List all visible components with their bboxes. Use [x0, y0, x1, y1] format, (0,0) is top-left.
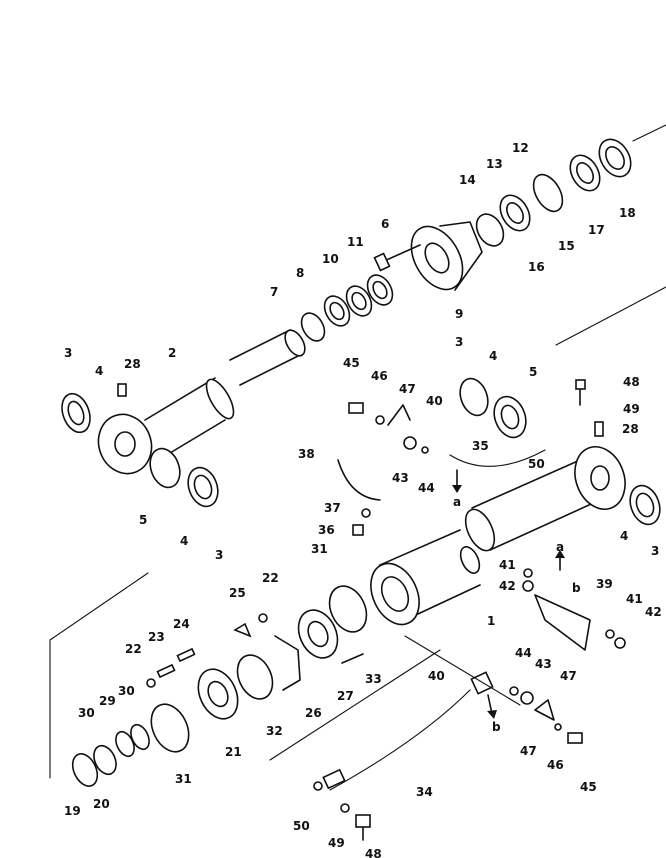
label-part-43-b: 43	[535, 657, 552, 671]
label-part-9: 9	[455, 307, 463, 321]
label-part-32: 32	[266, 724, 283, 738]
callout-b-upper: b	[572, 581, 581, 595]
label-part-35: 35	[472, 439, 489, 453]
lower-assembly	[49, 568, 626, 841]
label-part-21: 21	[225, 745, 242, 759]
label-part-17: 17	[588, 223, 605, 237]
label-part-5-a: 5	[139, 513, 147, 527]
label-part-40-a: 40	[426, 394, 443, 408]
label-part-11: 11	[347, 235, 364, 249]
callout-b-lower: b	[492, 720, 501, 734]
label-part-42-a: 42	[499, 579, 516, 593]
label-part-10: 10	[322, 252, 339, 266]
label-part-4-b: 4	[180, 534, 188, 548]
label-part-31-a: 31	[175, 772, 192, 786]
label-part-38: 38	[298, 447, 315, 461]
label-part-3-c: 3	[455, 335, 463, 349]
label-part-2: 2	[168, 346, 176, 360]
label-part-5-b: 5	[529, 365, 537, 379]
label-part-3-a: 3	[64, 346, 72, 360]
label-part-13: 13	[486, 157, 503, 171]
label-part-18: 18	[619, 206, 636, 220]
label-part-33: 33	[365, 672, 382, 686]
label-part-47-c: 47	[520, 744, 537, 758]
label-part-3-d: 3	[651, 544, 659, 558]
label-part-29: 29	[99, 694, 116, 708]
part-labels: 1 2 3 3 3 3 4 4 4 4 5 5 6 7 8 9 10 11 12…	[64, 141, 662, 858]
label-part-27: 27	[337, 689, 354, 703]
label-part-28-a: 28	[124, 357, 141, 371]
cylinder-tube	[337, 377, 661, 626]
label-part-1: 1	[487, 614, 495, 628]
upper-assembly	[61, 124, 666, 508]
label-part-47-b: 47	[560, 669, 577, 683]
label-part-42-b: 42	[645, 605, 662, 619]
label-part-44-b: 44	[515, 646, 532, 660]
label-part-50-b: 50	[293, 819, 310, 833]
label-part-48-b: 48	[365, 847, 382, 858]
label-part-47-a: 47	[399, 382, 416, 396]
label-part-43-a: 43	[392, 471, 409, 485]
label-part-20: 20	[93, 797, 110, 811]
label-part-41-a: 41	[499, 558, 516, 572]
label-part-46-b: 46	[547, 758, 564, 772]
label-part-39: 39	[596, 577, 613, 591]
label-part-45-b: 45	[580, 780, 597, 794]
label-part-15: 15	[558, 239, 575, 253]
label-part-34: 34	[416, 785, 433, 799]
label-part-28-b: 28	[622, 422, 639, 436]
label-part-16: 16	[528, 260, 545, 274]
label-part-12: 12	[512, 141, 529, 155]
callout-markers	[452, 469, 565, 719]
label-part-24: 24	[173, 617, 190, 631]
label-part-22-b: 22	[262, 571, 279, 585]
label-part-46-a: 46	[371, 369, 388, 383]
label-part-49-b: 49	[328, 836, 345, 850]
label-part-4-a: 4	[95, 364, 103, 378]
label-part-4-c: 4	[489, 349, 497, 363]
label-part-31-b: 31	[311, 542, 328, 556]
label-part-6: 6	[381, 217, 389, 231]
label-part-49-a: 49	[623, 402, 640, 416]
label-part-37: 37	[324, 501, 341, 515]
callout-a-lower: a	[556, 540, 564, 554]
label-part-44-a: 44	[418, 481, 435, 495]
label-part-8: 8	[296, 266, 304, 280]
label-part-41-b: 41	[626, 592, 643, 606]
label-part-7: 7	[270, 285, 278, 299]
label-part-26: 26	[305, 706, 322, 720]
label-part-30-b: 30	[118, 684, 135, 698]
callout-a-upper: a	[453, 495, 461, 509]
label-part-23: 23	[148, 630, 165, 644]
label-part-30-a: 30	[78, 706, 95, 720]
label-part-50-a: 50	[528, 457, 545, 471]
label-part-4-d: 4	[620, 529, 628, 543]
label-part-36: 36	[318, 523, 335, 537]
label-part-40-b: 40	[428, 669, 445, 683]
label-part-25: 25	[229, 586, 246, 600]
label-part-45-a: 45	[343, 356, 360, 370]
label-part-48-a: 48	[623, 375, 640, 389]
label-part-14: 14	[459, 173, 476, 187]
label-part-19: 19	[64, 804, 81, 818]
label-part-3-b: 3	[215, 548, 223, 562]
label-part-22-a: 22	[125, 642, 142, 656]
